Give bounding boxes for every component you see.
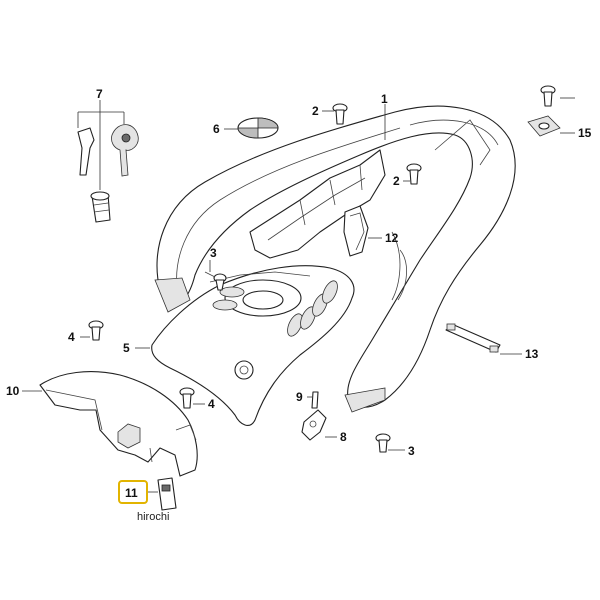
screw-3a xyxy=(204,271,227,291)
nut-clip-15 xyxy=(527,115,561,137)
bracket-12 xyxy=(343,205,369,257)
callout-1: 1 xyxy=(381,92,388,106)
emblem xyxy=(237,117,279,139)
callout-5: 5 xyxy=(123,341,130,355)
callouts: 1 2 2 3 3 4 4 5 6 7 8 9 10 11 12 13 15 xyxy=(6,87,592,504)
callout-6: 6 xyxy=(213,122,220,136)
screw-2b xyxy=(406,163,422,185)
pin xyxy=(311,391,319,409)
callout-11: 11 xyxy=(125,486,138,500)
callout-11-highlight xyxy=(118,480,148,504)
callout-3b: 3 xyxy=(408,444,415,458)
clip-part xyxy=(157,477,177,511)
grab-handle-frame xyxy=(154,105,516,413)
screw-4b xyxy=(179,387,195,409)
callout-2a: 2 xyxy=(312,104,319,118)
callout-9: 9 xyxy=(296,390,303,404)
callout-4b: 4 xyxy=(208,397,215,411)
screw-15 xyxy=(540,85,556,107)
callout-15: 15 xyxy=(578,126,592,140)
lower-cover xyxy=(39,371,198,477)
latch xyxy=(301,409,327,441)
callout-10: 10 xyxy=(6,384,20,398)
key-set xyxy=(77,124,139,223)
screw-2a xyxy=(332,103,348,125)
watermark-text: hirochi xyxy=(137,511,169,523)
strap-13 xyxy=(445,323,501,353)
callout-4a: 4 xyxy=(68,330,75,344)
leader-lines xyxy=(22,97,575,493)
seat-cover-panel xyxy=(151,265,355,426)
callout-2b: 2 xyxy=(393,174,400,188)
callout-7: 7 xyxy=(96,87,103,101)
callout-13: 13 xyxy=(525,347,539,361)
callout-12: 12 xyxy=(385,231,399,245)
screw-3b xyxy=(375,433,391,453)
callout-3a: 3 xyxy=(210,246,217,260)
screw-4a xyxy=(88,320,104,341)
callout-8: 8 xyxy=(340,430,347,444)
